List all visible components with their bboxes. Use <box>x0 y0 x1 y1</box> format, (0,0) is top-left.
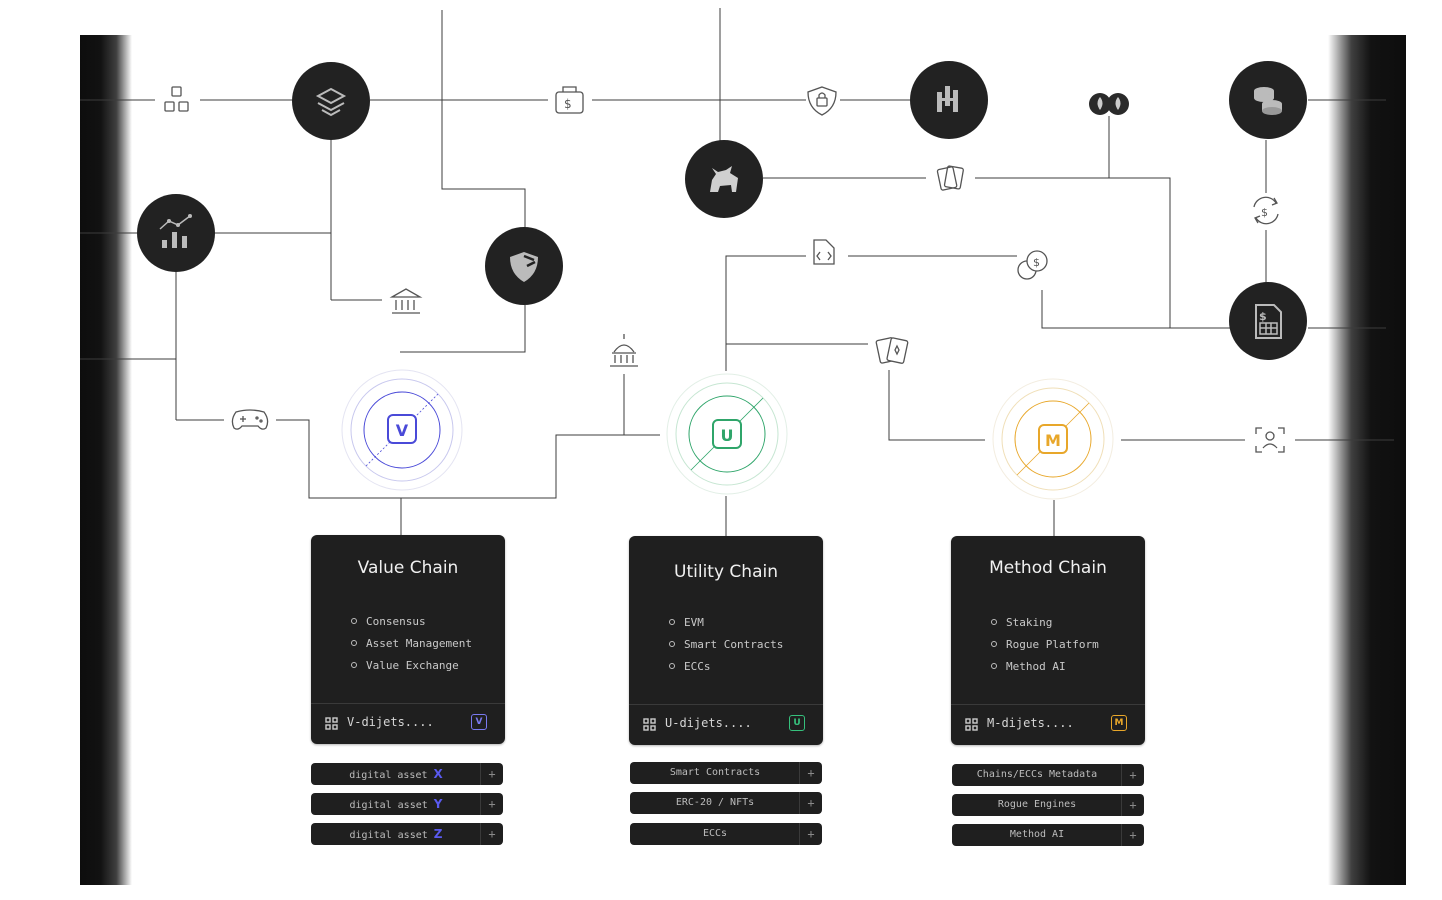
asset-label: digital asset <box>349 800 428 811</box>
qr-grid-icon <box>965 718 978 731</box>
feature-item: Smart Contracts <box>669 634 783 656</box>
add-button[interactable]: + <box>480 763 503 785</box>
asset-row[interactable]: digital asset Z + <box>311 823 503 845</box>
playing-cards-icon <box>875 337 909 364</box>
feature-list: Staking Rogue Platform Method AI <box>991 612 1099 678</box>
layers-icon <box>292 62 370 140</box>
asset-label: Smart Contracts <box>669 767 761 778</box>
face-scan-icon <box>1255 427 1285 453</box>
svg-text:$: $ <box>1261 206 1268 219</box>
coins-stack-icon <box>1229 61 1307 139</box>
dijets-label: V-dijets.... <box>347 715 434 729</box>
value-chain-card[interactable]: Value Chain Consensus Asset Management V… <box>311 535 505 744</box>
card-footer[interactable]: V-dijets.... V <box>311 703 505 744</box>
feature-item: Value Exchange <box>351 655 472 677</box>
asset-letter: Y <box>433 797 443 811</box>
feature-item: Asset Management <box>351 633 472 655</box>
asset-row[interactable]: digital asset Y + <box>311 793 503 815</box>
feature-item: Consensus <box>351 611 472 633</box>
card-footer[interactable]: M-dijets.... M <box>951 704 1145 745</box>
feature-item: Method AI <box>991 656 1099 678</box>
svg-text:$: $ <box>564 97 572 111</box>
left-edge-shadow <box>80 35 132 885</box>
invoice-icon: $ <box>1229 282 1307 360</box>
feature-item: Rogue Platform <box>991 634 1099 656</box>
feature-list: EVM Smart Contracts ECCs <box>669 612 783 678</box>
svg-text:$: $ <box>1033 256 1040 269</box>
asset-label: Chains/ECCs Metadata <box>976 769 1098 780</box>
svg-text:$: $ <box>1259 310 1267 323</box>
chain-badge: V <box>471 714 487 730</box>
method-chain-card[interactable]: Method Chain Staking Rogue Platform Meth… <box>951 536 1145 745</box>
feature-item: Staking <box>991 612 1099 634</box>
money-bag-icon: $ <box>555 86 584 114</box>
value-chain-letter: V <box>396 421 409 440</box>
qr-grid-icon <box>325 717 338 730</box>
asset-label: ERC-20 / NFTs <box>675 797 755 808</box>
gamepad-icon <box>231 409 269 430</box>
card-title: Method Chain <box>989 558 1107 578</box>
value-chain-node[interactable]: V <box>341 369 463 491</box>
add-button[interactable]: + <box>799 762 822 784</box>
bars-logo-icon <box>910 61 988 139</box>
chain-badge: U <box>789 715 805 731</box>
method-chain-node[interactable]: M <box>992 378 1114 500</box>
dijets-label: M-dijets.... <box>987 716 1074 730</box>
asset-letter: Z <box>433 827 443 841</box>
asset-label: Rogue Engines <box>997 799 1077 810</box>
card-title: Value Chain <box>357 558 459 578</box>
asset-label: Method AI <box>1009 829 1065 840</box>
add-button[interactable]: + <box>480 793 503 815</box>
chain-badge: M <box>1111 715 1127 731</box>
asset-row[interactable]: digital asset X + <box>311 763 503 785</box>
lock-shield-icon <box>807 86 837 116</box>
asset-row[interactable]: Method AI + <box>952 824 1144 846</box>
add-button[interactable]: + <box>1121 824 1144 846</box>
feature-item: ECCs <box>669 656 783 678</box>
asset-row[interactable]: ECCs + <box>630 823 822 845</box>
card-footer[interactable]: U-dijets.... U <box>629 704 823 745</box>
refresh-dollar-icon: $ <box>1253 196 1279 225</box>
add-button[interactable]: + <box>799 823 822 845</box>
cards-icon <box>936 165 964 191</box>
chart-icon <box>137 194 215 272</box>
add-button[interactable]: + <box>799 792 822 814</box>
asset-row[interactable]: Chains/ECCs Metadata + <box>952 764 1144 786</box>
asset-letter: X <box>433 767 443 781</box>
asset-label: digital asset <box>349 830 428 841</box>
feature-item: EVM <box>669 612 783 634</box>
qr-grid-icon <box>643 718 656 731</box>
feature-list: Consensus Asset Management Value Exchang… <box>351 611 472 677</box>
blocks-icon <box>164 86 189 112</box>
asset-row[interactable]: Rogue Engines + <box>952 794 1144 816</box>
bank-icon <box>389 288 423 314</box>
add-button[interactable]: + <box>1121 794 1144 816</box>
method-chain-letter: M <box>1045 431 1061 450</box>
coin-swap-icon: $ <box>1017 250 1048 280</box>
add-button[interactable]: + <box>480 823 503 845</box>
right-edge-shadow <box>1328 35 1406 885</box>
asset-label: ECCs <box>702 828 728 839</box>
card-title: Utility Chain <box>674 562 778 582</box>
dijets-label: U-dijets.... <box>665 716 752 730</box>
utility-chain-node[interactable]: U <box>666 373 788 495</box>
capitol-icon <box>610 334 638 367</box>
add-button[interactable]: + <box>1121 764 1144 786</box>
asset-row[interactable]: Smart Contracts + <box>630 762 822 784</box>
code-file-icon <box>813 239 835 265</box>
utility-chain-letter: U <box>721 426 734 445</box>
leaf-pair-icon <box>1089 93 1129 115</box>
asset-label: digital asset <box>349 770 428 781</box>
utility-chain-card[interactable]: Utility Chain EVM Smart Contracts ECCs U… <box>629 536 823 745</box>
shield-icon <box>485 227 563 305</box>
asset-row[interactable]: ERC-20 / NFTs + <box>630 792 822 814</box>
bull-icon <box>685 140 763 218</box>
